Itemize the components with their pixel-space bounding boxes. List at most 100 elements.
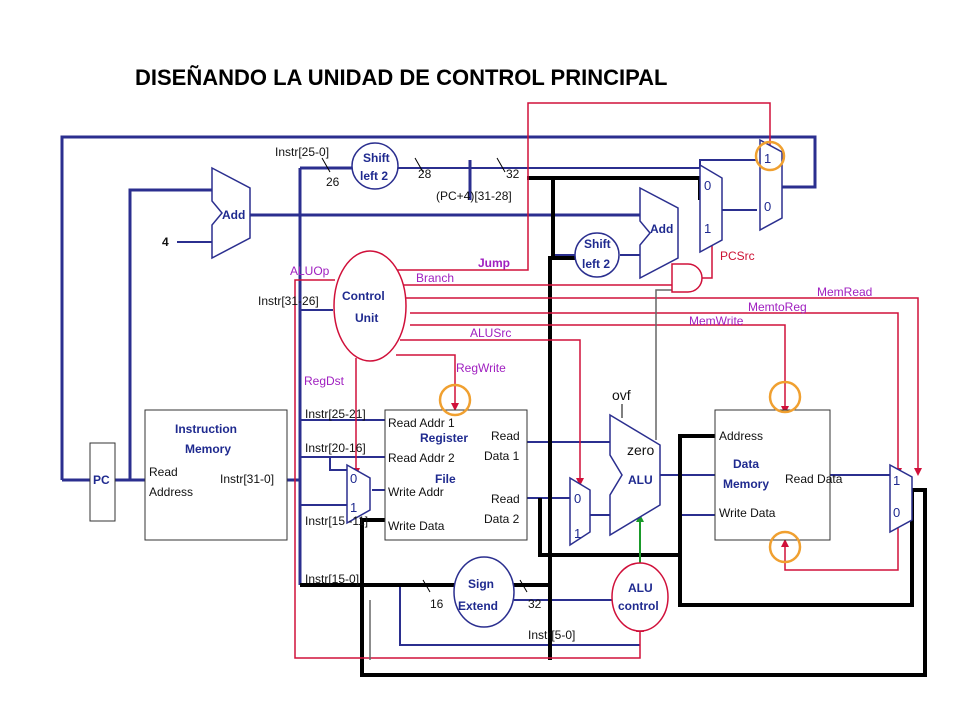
sig-memwrite: MemWrite xyxy=(689,314,744,328)
lbl-instr-15-0: Instr[15-0] xyxy=(305,572,359,586)
instr-mem-read: Read xyxy=(149,465,178,479)
register-file xyxy=(384,409,528,541)
pc-feedback-wires xyxy=(60,135,817,585)
sign-extend-label2: Extend xyxy=(458,599,498,613)
sig-regwrite: RegWrite xyxy=(456,361,506,375)
lbl-pc4: (PC+4)[31-28] xyxy=(436,189,512,203)
reg-title: Register xyxy=(420,431,468,445)
sig-jump: Jump xyxy=(478,256,510,270)
jump-mux-1: 1 xyxy=(764,151,771,166)
reg-read-addr1: Read Addr 1 xyxy=(388,416,455,430)
page-title: DISEÑANDO LA UNIDAD DE CONTROL PRINCIPAL xyxy=(135,65,668,90)
branch-adder xyxy=(639,186,679,280)
alu-ovf: ovf xyxy=(612,387,631,403)
instr-mem-title2: Memory xyxy=(185,442,231,456)
lbl-instr-20-16: Instr[20-16] xyxy=(305,441,366,455)
sig-memtoreg: MemtoReg xyxy=(748,300,807,314)
lbl-instr-5-0: Instr[5-0] xyxy=(528,628,575,642)
shift-branch-b: left 2 xyxy=(582,257,610,271)
regdst-mux xyxy=(346,463,371,525)
instr-mem-title1: Instruction xyxy=(175,422,237,436)
sign-extend-label1: Sign xyxy=(468,577,494,591)
dm-write-data: Write Data xyxy=(719,506,776,520)
sig-branch: Branch xyxy=(416,271,454,285)
reg-write-addr: Write Addr xyxy=(388,485,444,499)
reg-read2: Read xyxy=(491,492,520,506)
branch-and-gate xyxy=(671,263,703,293)
dm-read-data: Read Data xyxy=(785,472,843,486)
instr-mem-address: Address xyxy=(149,485,193,499)
lbl-26: 26 xyxy=(326,175,340,189)
pcsrc-mux-1: 1 xyxy=(704,221,711,236)
data-memory xyxy=(714,409,831,541)
lbl-instr-15-11: Instr[15 -11] xyxy=(305,514,368,528)
lbl-instr-25-21: Instr[25-21] xyxy=(305,407,366,421)
alusrc-mux-0: 0 xyxy=(574,491,581,506)
memtoreg-mux xyxy=(889,463,913,534)
alusrc-mux xyxy=(569,476,591,547)
branch-adder-label: Add xyxy=(650,222,673,236)
sig-aluop: ALUOp xyxy=(290,264,330,278)
alu xyxy=(609,413,661,537)
shift-left-branch xyxy=(574,232,620,278)
alu-control-label2: control xyxy=(618,599,659,613)
jump-mux-0: 0 xyxy=(764,199,771,214)
sig-alusrc: ALUSrc xyxy=(470,326,511,340)
shift-top-b: left 2 xyxy=(360,169,388,183)
control-unit-label1: Control xyxy=(342,289,385,303)
shift-left-top xyxy=(351,142,399,190)
alu-control-label1: ALU xyxy=(628,581,653,595)
control-unit xyxy=(333,250,407,362)
pc-register xyxy=(89,442,116,522)
dm-title2: Memory xyxy=(723,477,769,491)
lbl-32b: 32 xyxy=(528,597,542,611)
pcsrc-mux-0: 0 xyxy=(704,178,711,193)
control-arrowheads xyxy=(352,148,922,632)
lbl-instr-31-26: Instr[31-26] xyxy=(258,294,319,308)
constant-four: 4 xyxy=(162,235,169,249)
shift-top-a: Shift xyxy=(363,151,390,165)
reg-file: File xyxy=(435,472,456,486)
shift-branch-a: Shift xyxy=(584,237,611,251)
gray-wires xyxy=(369,289,672,660)
memtoreg-mux-1: 1 xyxy=(893,473,900,488)
bus-ticks xyxy=(321,157,528,593)
lbl-28: 28 xyxy=(418,167,432,181)
control-wires xyxy=(294,102,919,659)
control-unit-label2: Unit xyxy=(355,311,378,325)
lbl-instr-25-0: Instr[25-0] xyxy=(275,145,329,159)
pc-adder-label: Add xyxy=(222,208,245,222)
alu-control-arrowhead xyxy=(636,514,644,522)
instruction-memory xyxy=(144,409,288,541)
bold-black-wires xyxy=(300,176,927,677)
sig-memread: MemRead xyxy=(817,285,872,299)
memtoreg-mux-0: 0 xyxy=(893,505,900,520)
reg-data1: Data 1 xyxy=(484,449,520,463)
jump-mux xyxy=(759,138,783,232)
dm-title1: Data xyxy=(733,457,759,471)
pcsrc-mux xyxy=(699,163,723,254)
instr-mem-out: Instr[31-0] xyxy=(220,472,274,486)
alu-zero: zero xyxy=(627,442,654,458)
sig-regdst: RegDst xyxy=(304,374,345,388)
pc-label: PC xyxy=(93,473,110,487)
pc-adder xyxy=(211,166,251,260)
regdst-mux-0: 0 xyxy=(350,471,357,486)
alu-control xyxy=(611,562,669,632)
sig-pcsrc: PCSrc xyxy=(720,249,755,263)
highlight-circles xyxy=(438,140,802,564)
lbl-32: 32 xyxy=(506,167,520,181)
dm-address: Address xyxy=(719,429,763,443)
lbl-16: 16 xyxy=(430,597,444,611)
alusrc-mux-1: 1 xyxy=(574,526,581,541)
sign-extend xyxy=(453,556,515,628)
reg-read1: Read xyxy=(491,429,520,443)
thin-datapath-wires xyxy=(177,159,890,646)
reg-write-data: Write Data xyxy=(388,519,445,533)
reg-data2: Data 2 xyxy=(484,512,520,526)
reg-read-addr2: Read Addr 2 xyxy=(388,451,455,465)
regdst-mux-1: 1 xyxy=(350,500,357,515)
alu-label: ALU xyxy=(628,473,653,487)
